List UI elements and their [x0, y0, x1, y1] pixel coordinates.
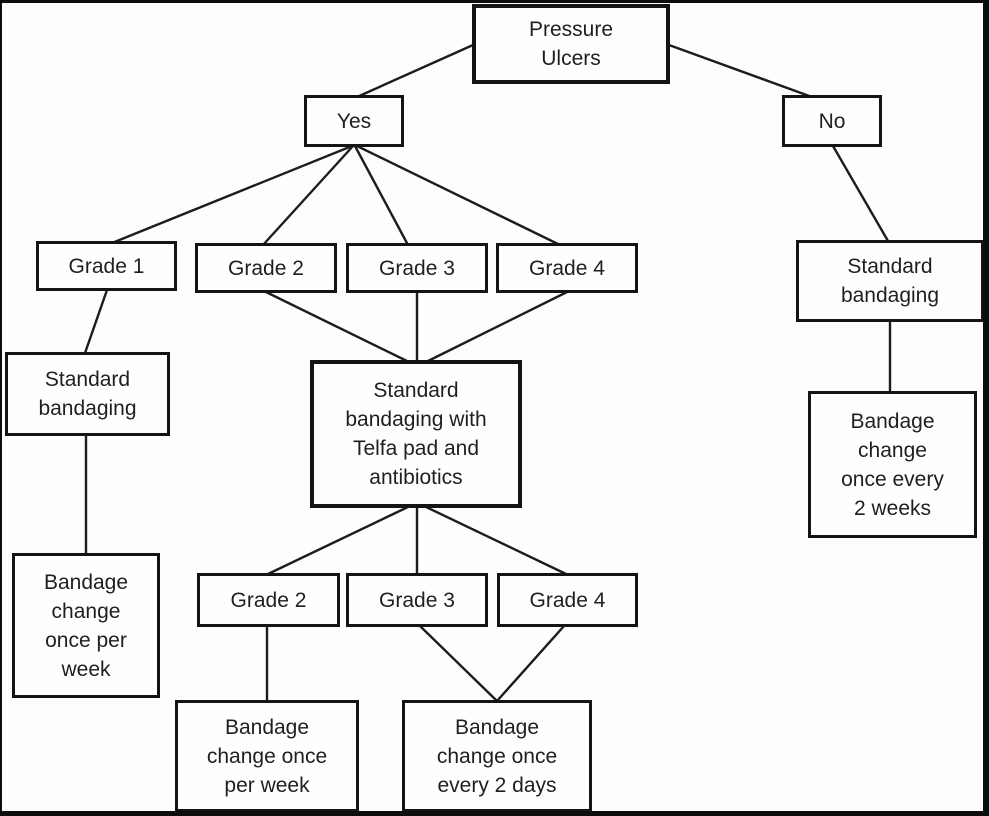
- node-bandage-change-once-per-week-grade1: Bandage change once per week: [12, 553, 160, 698]
- node-standard-bandaging-grade1: Standard bandaging: [5, 352, 170, 436]
- node-grade-3: Grade 3: [346, 243, 488, 293]
- edge-grade4sub-b2d: [496, 625, 565, 702]
- edge-grade4-telfa: [425, 290, 568, 364]
- node-grade-1: Grade 1: [36, 241, 177, 291]
- edge-no-stdright: [831, 145, 890, 242]
- node-standard-bandaging-no-branch: Standard bandaging: [796, 240, 984, 322]
- node-pressure-ulcers: Pressure Ulcers: [472, 4, 670, 84]
- node-no: No: [782, 95, 882, 147]
- edge-grade3sub-b2d: [419, 625, 498, 702]
- edge-yes-grade1: [111, 144, 353, 245]
- node-grade-2-sub: Grade 2: [197, 573, 340, 627]
- edge-root-no: [668, 43, 813, 99]
- edge-telfa-grade4sub: [423, 504, 567, 576]
- edge-yes-grade4: [356, 144, 561, 247]
- node-bandage-change-once-every-2-weeks: Bandage change once every 2 weeks: [808, 391, 977, 538]
- edge-grade1-stdleft: [83, 289, 109, 354]
- node-bandage-change-once-every-2-days: Bandage change once every 2 days: [402, 700, 592, 812]
- node-grade-3-sub: Grade 3: [346, 573, 488, 627]
- edge-root-yes: [356, 43, 474, 99]
- edge-yes-grade2: [262, 145, 354, 246]
- node-grade-4-sub: Grade 4: [497, 573, 638, 627]
- node-grade-4: Grade 4: [496, 243, 638, 293]
- node-grade-2: Grade 2: [195, 243, 337, 293]
- node-yes: Yes: [304, 95, 404, 147]
- node-bandage-change-once-per-week-grade2: Bandage change once per week: [175, 700, 359, 812]
- edge-telfa-grade2sub: [267, 504, 411, 576]
- edge-yes-grade3: [353, 145, 410, 246]
- edge-grade2-telfa: [265, 290, 410, 364]
- node-standard-bandaging-telfa-antibiotics: Standard bandaging with Telfa pad and an…: [310, 360, 522, 508]
